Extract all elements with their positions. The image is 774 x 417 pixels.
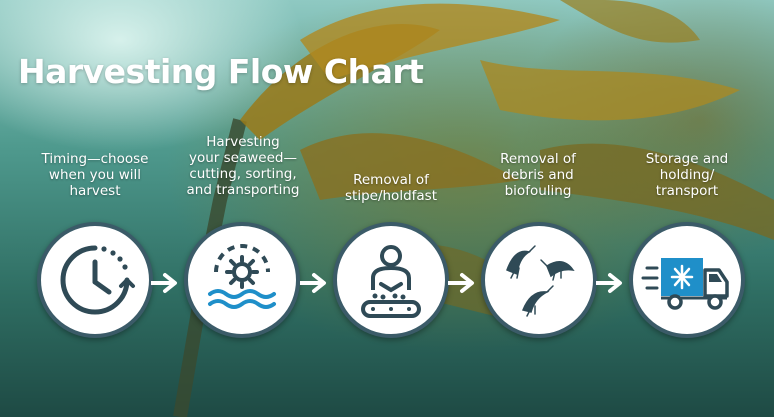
step-5-circle	[629, 222, 745, 338]
arrow-right-icon	[151, 273, 177, 293]
step-4-circle	[481, 222, 597, 338]
step-5-label-line: transport	[655, 183, 719, 199]
step-2-label: Harvesting your seaweed— cutting, sortin…	[173, 134, 313, 198]
step-2-label-line: Harvesting	[206, 134, 280, 150]
step-5-label-line: holding/	[659, 167, 715, 183]
step-2-label-line: and transporting	[186, 182, 300, 198]
step-4-label-line: biofouling	[504, 183, 572, 199]
step-3-label-line: stipe/holdfast	[345, 188, 437, 204]
amphipod-icon	[506, 245, 575, 317]
refrigerated-truck-icon	[641, 258, 729, 310]
step-3-label: Removal of stipe/holdfast	[321, 172, 461, 204]
arrow-right-icon	[596, 273, 622, 293]
step-4-label-line: Removal of	[500, 151, 576, 167]
step-5-label-line: Storage and	[645, 151, 729, 167]
step-1-label-line: Timing—choose	[41, 151, 149, 167]
arrow-right-icon	[300, 273, 326, 293]
step-1-label-line: when you will	[48, 167, 142, 183]
step-4-label-line: debris and	[502, 167, 574, 183]
step-3-label-line: Removal of	[353, 172, 429, 188]
seaweed-harvest-icon	[208, 244, 276, 309]
step-1-label: Timing—choose when you will harvest	[25, 151, 165, 199]
step-2-label-line: cutting, sorting,	[189, 166, 297, 182]
page-title: Harvesting Flow Chart	[18, 52, 424, 91]
step-3-circle	[333, 222, 449, 338]
step-4-label: Removal of debris and biofouling	[468, 151, 608, 199]
conveyor-worker-icon	[361, 245, 421, 318]
step-2-circle	[184, 222, 300, 338]
step-1-label-line: harvest	[69, 183, 121, 199]
arrow-right-icon	[448, 273, 474, 293]
step-2-label-line: your seaweed—	[189, 150, 297, 166]
clock-icon	[60, 245, 135, 315]
step-5-label: Storage and holding/ transport	[617, 151, 757, 199]
step-1-circle	[37, 222, 153, 338]
